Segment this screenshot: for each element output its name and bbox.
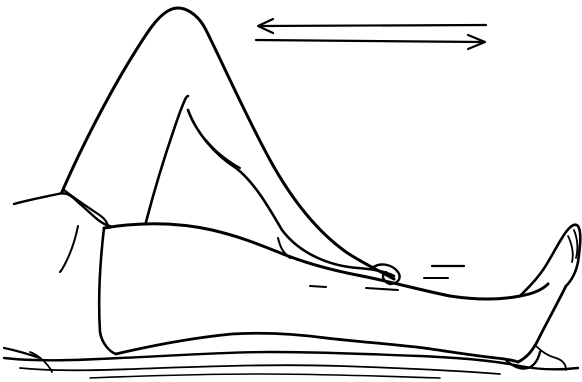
mat-surface bbox=[4, 346, 578, 378]
mat-line-3 bbox=[90, 374, 440, 378]
hip-top-contour bbox=[14, 193, 110, 226]
arrow-right-shaft bbox=[256, 40, 482, 42]
arrow-left-shaft bbox=[261, 25, 486, 26]
foot-toe-line-1 bbox=[568, 236, 573, 262]
hip-inner-line bbox=[60, 226, 78, 272]
foot-toes bbox=[562, 225, 580, 286]
bent-leg bbox=[62, 8, 400, 284]
shin-mark-3 bbox=[310, 286, 326, 287]
bent-leg-front-contour bbox=[62, 8, 394, 279]
bent-leg-thigh-back bbox=[146, 96, 188, 222]
mat-line-1 bbox=[4, 352, 578, 369]
hip-back-contour bbox=[4, 348, 40, 358]
straight-leg bbox=[99, 224, 548, 362]
motion-arrows bbox=[256, 19, 486, 49]
mat-line-2 bbox=[20, 365, 500, 374]
knee-pit-crease bbox=[206, 140, 240, 168]
straight-leg-left-edge bbox=[99, 228, 116, 354]
mat-fold-right bbox=[536, 346, 566, 370]
foot-toe-line-2 bbox=[574, 230, 577, 258]
arrow-left-icon bbox=[258, 19, 486, 33]
shin-mark-4 bbox=[366, 288, 398, 290]
hip bbox=[4, 193, 110, 358]
foot-dorsum bbox=[520, 238, 562, 296]
arrow-right-icon bbox=[256, 35, 485, 49]
